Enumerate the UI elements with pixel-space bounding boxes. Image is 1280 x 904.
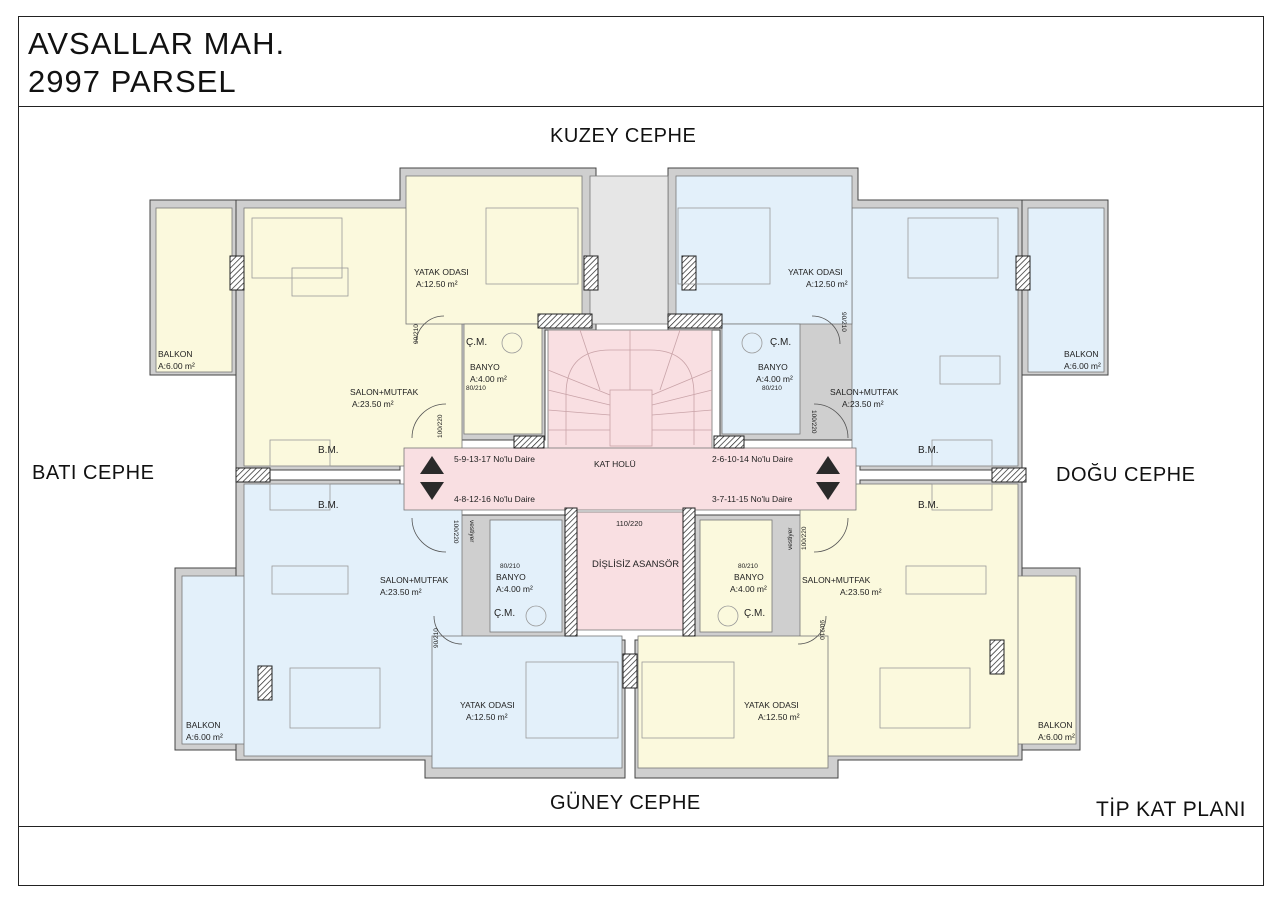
elevator-door-label: 110/220 <box>616 519 643 528</box>
door-se-bedroom: 90/210 <box>818 620 825 640</box>
arrow-down-right-icon <box>816 482 840 500</box>
salon-sw-label: SALON+MUTFAK <box>380 575 449 585</box>
stairs <box>547 329 713 447</box>
plan-title: TİP KAT PLANI <box>1095 798 1246 821</box>
title-line1: AVSALLAR MAH. <box>28 26 286 61</box>
salon-ne-label: SALON+MUTFAK <box>830 387 899 397</box>
balkon-se-area: A:6.00 m² <box>1038 732 1075 742</box>
door-sw-bedroom: 90/210 <box>433 628 440 648</box>
bm-se-label: B.M. <box>918 500 939 511</box>
banyo-ne-label: BANYO <box>758 362 788 372</box>
shaft <box>589 175 669 325</box>
east-facade-label: DOĞU CEPHE <box>1056 464 1196 486</box>
balkon-ne-label: BALKON <box>1064 349 1099 359</box>
columns <box>229 255 1031 701</box>
salon-ne-area: A:23.50 m² <box>842 399 884 409</box>
salon-nw-label: SALON+MUTFAK <box>350 387 419 397</box>
yatak-se-area: A:12.50 m² <box>758 712 800 722</box>
door-nw-bath: 80/210 <box>466 385 486 392</box>
balkon-ne-area: A:6.00 m² <box>1064 361 1101 371</box>
yatak-ne-area: A:12.50 m² <box>806 279 848 289</box>
vestiyer-sw: vestiyer <box>468 520 475 543</box>
floor-hall <box>403 447 857 511</box>
south-facade-label: GÜNEY CEPHE <box>550 792 701 814</box>
yatak-nw-label: YATAK ODASI <box>414 267 469 277</box>
drawing-frame <box>18 16 1264 886</box>
arrow-down-left-icon <box>420 482 444 500</box>
bath-se <box>699 519 773 633</box>
salon-sw <box>243 483 463 757</box>
title-divider <box>18 106 1264 107</box>
banyo-ne-area: A:4.00 m² <box>756 374 793 384</box>
balcony-nw <box>155 207 233 373</box>
cm-sw-label: Ç.M. <box>494 608 515 619</box>
balkon-sw-label: BALKON <box>186 720 221 730</box>
bath-ne <box>721 323 801 435</box>
balkon-nw-label: BALKON <box>158 349 193 359</box>
door-se-bath: 80/210 <box>738 563 758 570</box>
bedroom-sw <box>431 635 623 769</box>
salon-se <box>799 483 1019 757</box>
door-nw-entry: 100/220 <box>437 414 444 438</box>
banyo-se-label: BANYO <box>734 572 764 582</box>
elevator-arrows <box>420 456 840 500</box>
door-ne-bedroom: 90/210 <box>840 312 847 332</box>
balcony-ne <box>1027 207 1105 373</box>
north-facade-label: KUZEY CEPHE <box>550 125 697 147</box>
apartments-left-top: 5-9-13-17 No'lu Daire <box>454 454 535 464</box>
salon-se-label: SALON+MUTFAK <box>802 575 871 585</box>
bath-nw <box>463 323 543 435</box>
cm-ne-label: Ç.M. <box>770 337 791 348</box>
door-se-entry: 100/220 <box>801 526 808 550</box>
banyo-nw-area: A:4.00 m² <box>470 374 507 384</box>
cm-se-label: Ç.M. <box>744 608 765 619</box>
yatak-nw-area: A:12.50 m² <box>416 279 458 289</box>
west-facade-label: BATI CEPHE <box>32 462 155 484</box>
hall-label: KAT HOLÜ <box>594 459 636 469</box>
bm-ne-label: B.M. <box>918 445 939 456</box>
bm-nw-label: B.M. <box>318 445 339 456</box>
title-line2: 2997 PARSEL <box>28 64 237 99</box>
salon-se-area: A:23.50 m² <box>840 587 882 597</box>
bedroom-ne <box>675 175 853 325</box>
door-sw-bath: 80/210 <box>500 563 520 570</box>
bedroom-se <box>637 635 829 769</box>
balkon-nw-area: A:6.00 m² <box>158 361 195 371</box>
arrow-up-right-icon <box>816 456 840 474</box>
footer-divider <box>18 826 1264 827</box>
yatak-se-label: YATAK ODASI <box>744 700 799 710</box>
banyo-sw-label: BANYO <box>496 572 526 582</box>
arrow-up-left-icon <box>420 456 444 474</box>
bm-sw-label: B.M. <box>318 500 339 511</box>
door-ne-bath: 80/210 <box>762 385 782 392</box>
elevator-label: DİŞLİSİZ ASANSÖR <box>592 559 679 570</box>
elevator-shaft <box>575 511 685 631</box>
door-nw-bedroom: 90/210 <box>413 324 420 344</box>
cm-nw-label: Ç.M. <box>466 337 487 348</box>
apartments-right-bottom: 3-7-11-15 No'lu Daire <box>712 494 793 504</box>
banyo-nw-label: BANYO <box>470 362 500 372</box>
yatak-sw-label: YATAK ODASI <box>460 700 515 710</box>
banyo-se-area: A:4.00 m² <box>730 584 767 594</box>
furniture <box>251 207 1001 739</box>
apartments-right-top: 2-6-10-14 No'lu Daire <box>712 454 793 464</box>
balkon-se-label: BALKON <box>1038 720 1073 730</box>
yatak-ne-label: YATAK ODASI <box>788 267 843 277</box>
balkon-sw-area: A:6.00 m² <box>186 732 223 742</box>
doors <box>411 315 849 645</box>
bedroom-nw <box>405 175 583 325</box>
door-sw-entry: 100/220 <box>452 520 459 544</box>
salon-ne <box>851 207 1019 467</box>
salon-nw-area: A:23.50 m² <box>352 399 394 409</box>
door-ne-entry: 100/220 <box>810 410 817 434</box>
apartments-left-bottom: 4-8-12-16 No'lu Daire <box>454 494 535 504</box>
salon-sw-area: A:23.50 m² <box>380 587 422 597</box>
yatak-sw-area: A:12.50 m² <box>466 712 508 722</box>
vestiyer-se: vestiyer <box>787 527 794 550</box>
banyo-sw-area: A:4.00 m² <box>496 584 533 594</box>
